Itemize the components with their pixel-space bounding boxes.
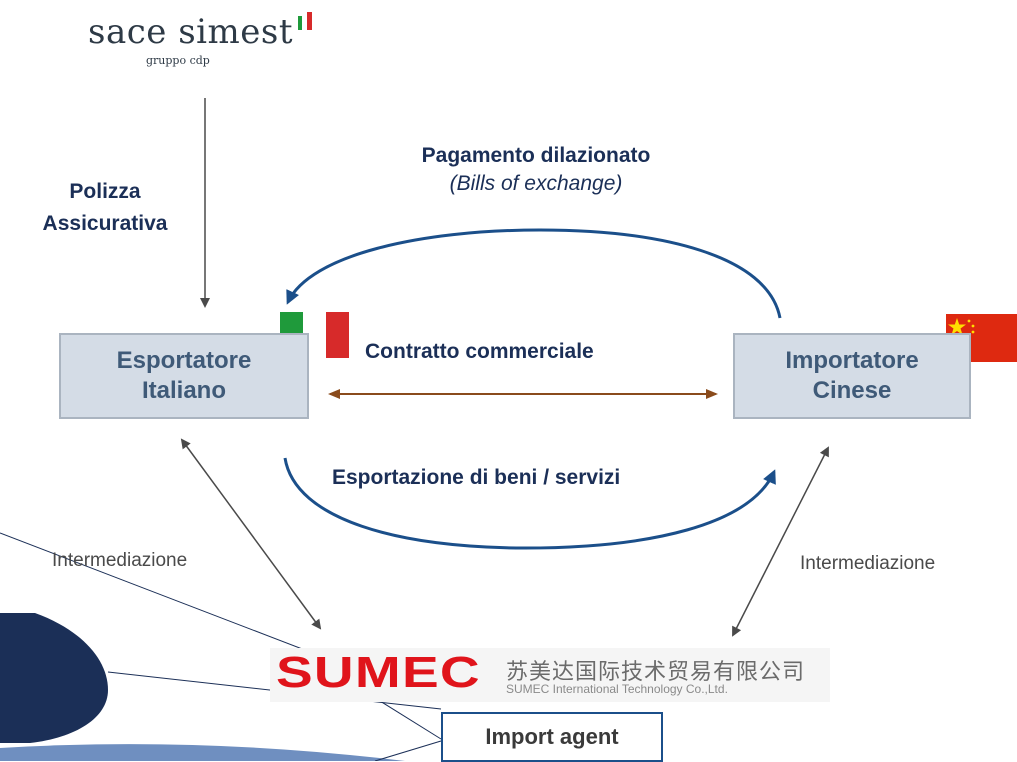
sumec-word: SUMEC (276, 648, 481, 697)
importer-box: Importatore Cinese (733, 333, 971, 419)
import-agent-box: Import agent (441, 712, 663, 762)
intermediation-left-label: Intermediazione (52, 550, 188, 571)
exporter-line2: Italiano (141, 377, 226, 404)
italy-tricolor-icon (298, 12, 312, 30)
decor-ellipse-shape (0, 613, 108, 743)
policy-label: Polizza Assicurativa (10, 176, 200, 239)
contract-label: Contratto commerciale (365, 340, 594, 363)
exporter-line1: Esportatore (116, 347, 252, 374)
export-label: Esportazione di beni / servizi (332, 466, 621, 489)
sumec-logo: SUMEC 苏美达国际技术贸易有限公司 SUMEC International … (270, 648, 830, 702)
decor-band-shape (0, 744, 405, 761)
fan-line-1 (0, 532, 345, 666)
payment-title: Pagamento dilazionato (421, 144, 651, 167)
intermediation-left-arrow (180, 438, 322, 630)
sumec-english: SUMEC International Technology Co.,Ltd. (506, 682, 728, 696)
sumec-chinese: 苏美达国际技术贸易有限公司 (506, 660, 806, 685)
sace-simest-logo: sace simest gruppo cdp (88, 12, 328, 72)
policy-label-line2: Assicurativa (42, 211, 168, 235)
fan-line-3 (379, 700, 442, 740)
payment-label: Pagamento dilazionato (Bills of exchange… (346, 144, 726, 196)
logo-name: sace simest (88, 12, 293, 52)
importer-line1: Importatore (785, 347, 919, 374)
payment-arc (286, 228, 782, 319)
policy-label-line1: Polizza (69, 180, 141, 203)
exporter-box: Esportatore Italiano (59, 333, 309, 419)
fan-line-4 (374, 740, 442, 761)
intermediation-right-arrow (732, 446, 829, 637)
logo-sub: gruppo cdp (146, 54, 210, 67)
importer-line2: Cinese (812, 377, 892, 404)
payment-sub: (Bills of exchange) (449, 172, 623, 195)
intermediation-right-label: Intermediazione (800, 553, 936, 574)
